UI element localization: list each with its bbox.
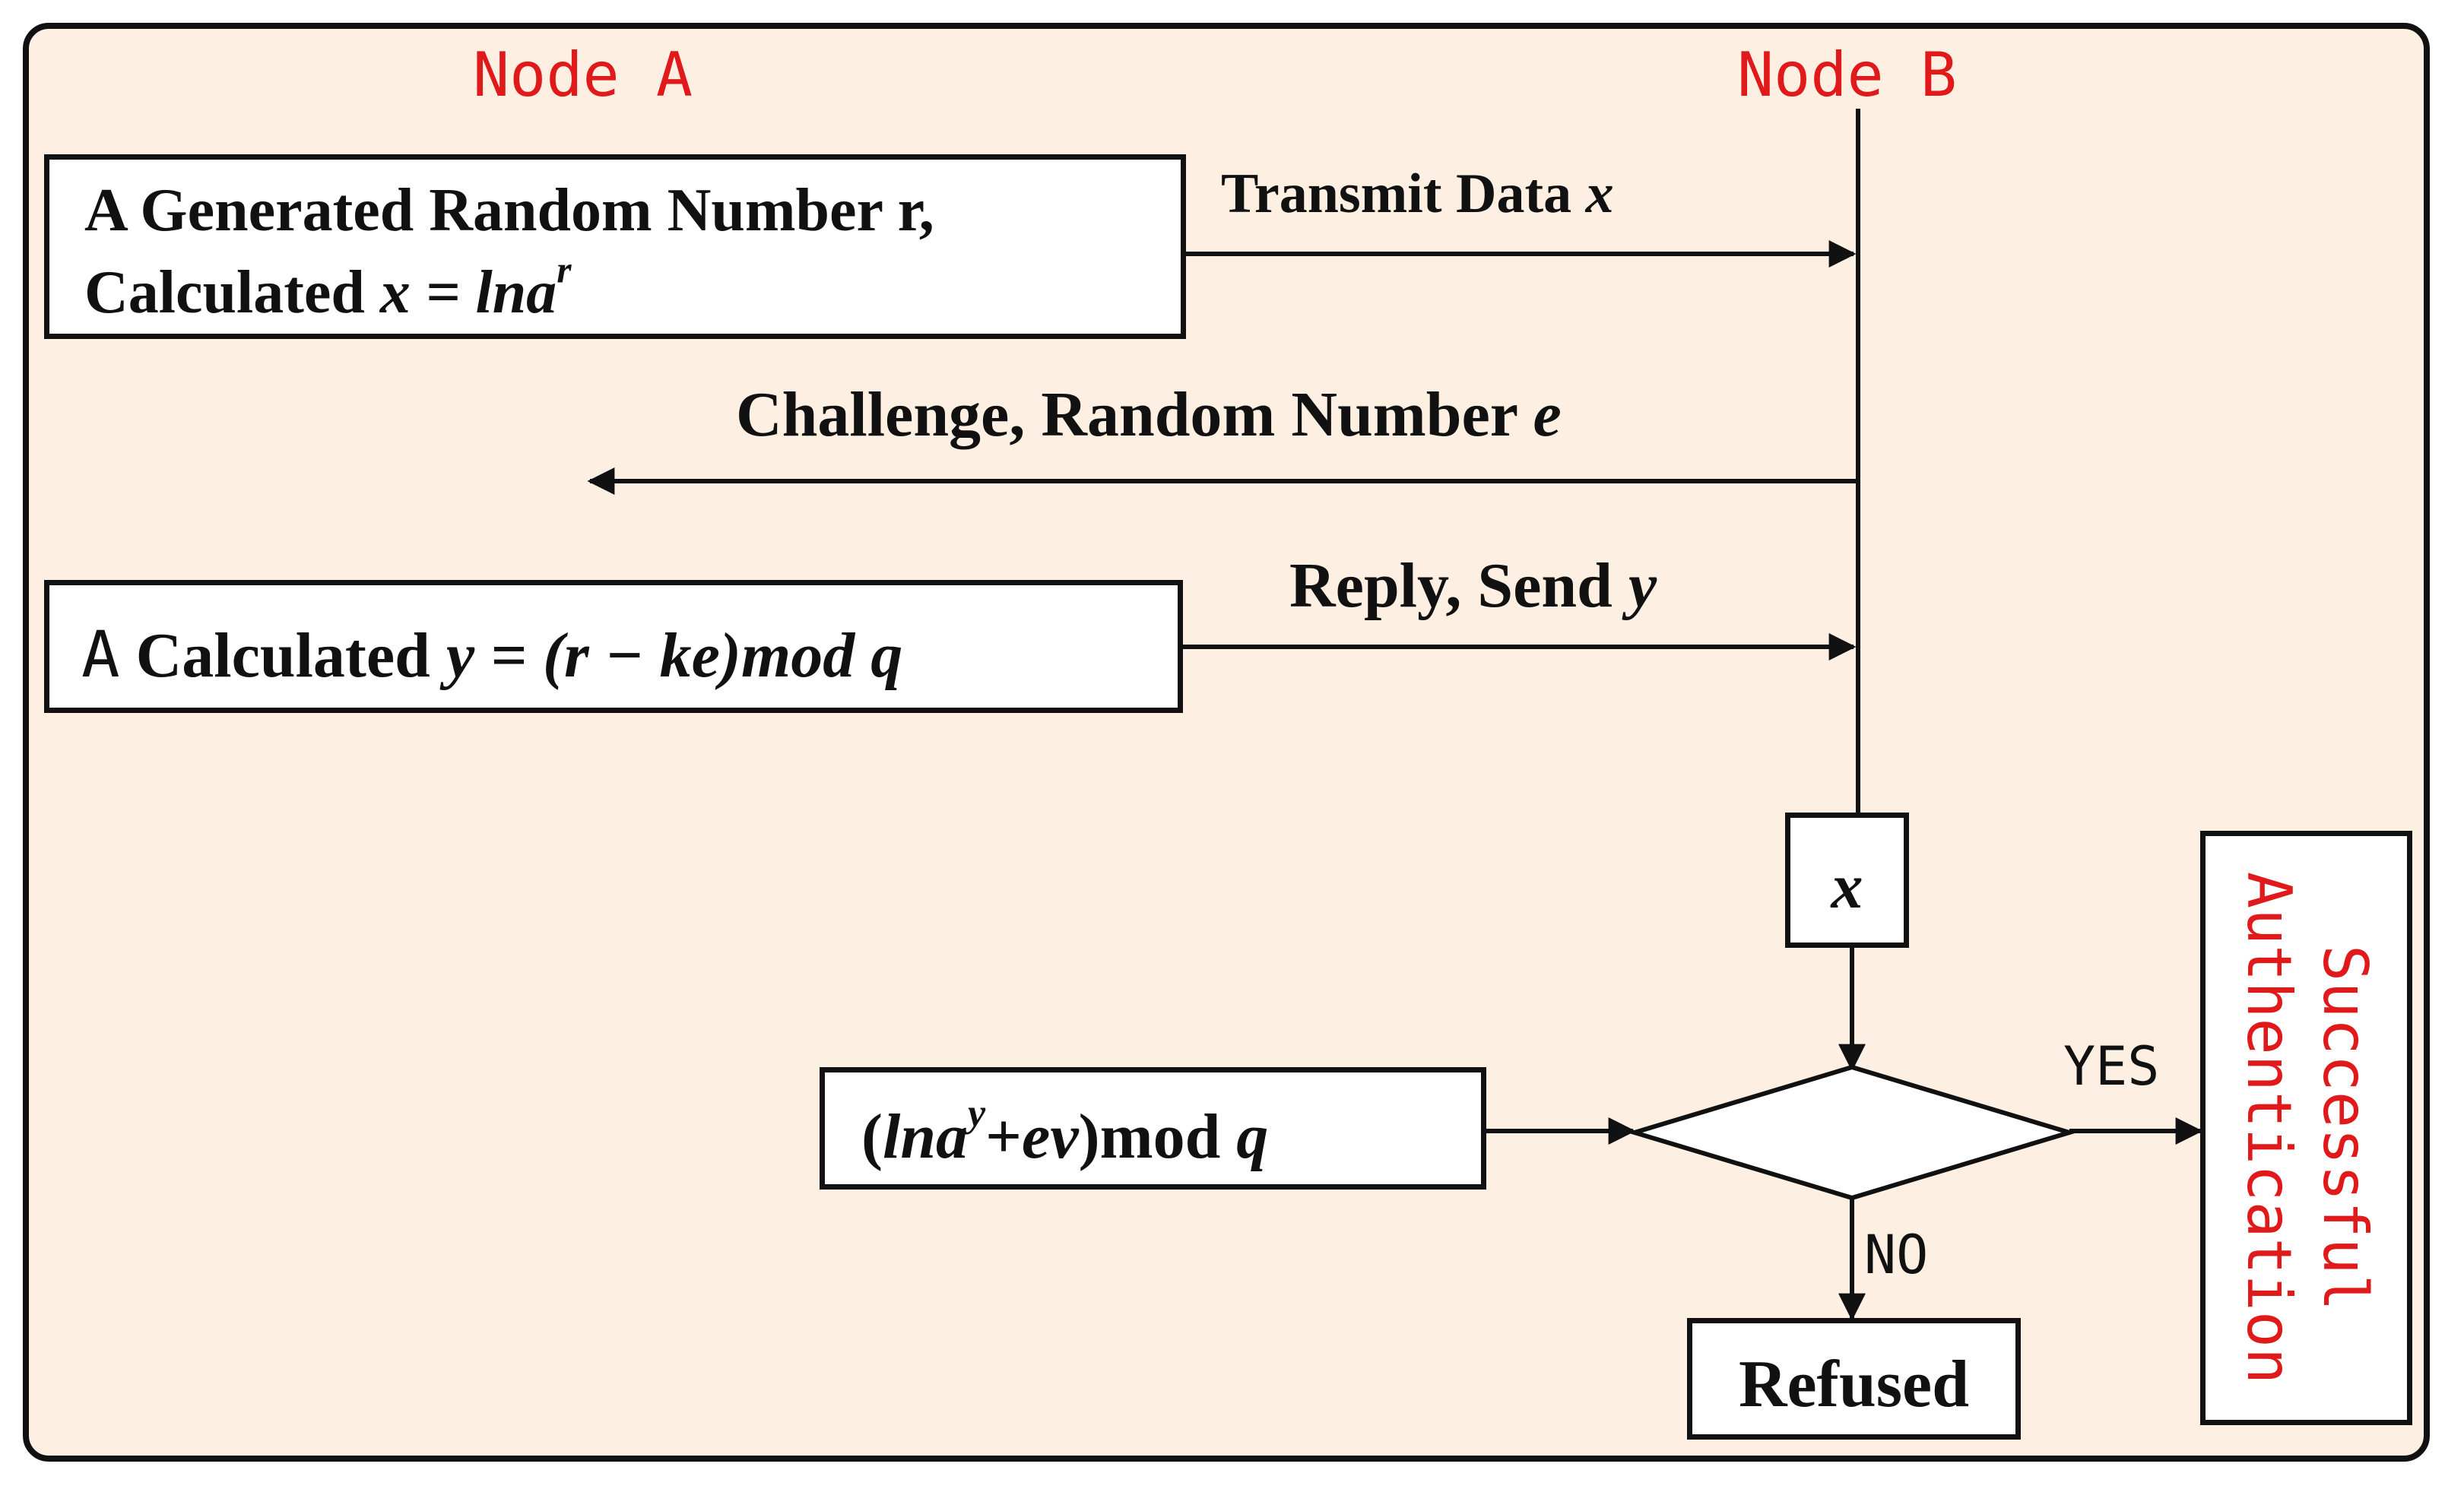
x-box-label: x bbox=[1831, 851, 1863, 922]
decision-diamond bbox=[1626, 1064, 2078, 1201]
no-label: NO bbox=[1864, 1224, 1929, 1286]
calculate-y-prefix: Calculated bbox=[119, 620, 446, 691]
calculate-y-box: A Calculated y = (r − ke)mod q bbox=[44, 580, 1183, 713]
calculate-y-line: A Calculated y = (r − ke)mod q bbox=[81, 617, 902, 692]
calculated-x-formula: x = lna bbox=[379, 259, 557, 326]
challenge-var: e bbox=[1533, 379, 1562, 450]
calculate-y-formula: y = (r − ke)mod q bbox=[446, 620, 903, 691]
node-b-label: Node B bbox=[1737, 40, 1957, 110]
x-box: x bbox=[1785, 813, 1909, 948]
calculated-x-prefix: Calculated bbox=[84, 259, 380, 326]
calculated-x-exponent: r bbox=[557, 249, 572, 291]
transmit-data-var: x bbox=[1585, 163, 1614, 225]
transmit-data-label: Transmit Data x bbox=[1221, 162, 1614, 227]
reply-label: Reply, Send y bbox=[1289, 549, 1657, 623]
refused-label: Refused bbox=[1738, 1348, 1970, 1421]
calculate-y-prefix-a: A bbox=[81, 617, 120, 692]
refused-box: Refused bbox=[1687, 1318, 2021, 1440]
challenge-label: Challenge, Random Number e bbox=[736, 378, 1562, 451]
challenge-prefix: Challenge, Random Number bbox=[736, 379, 1533, 450]
verification-formula-box: (lnay+ev)mod q bbox=[820, 1067, 1486, 1190]
generate-random-line1: A Generated Random Number r, bbox=[84, 177, 934, 244]
reply-prefix: Reply, Send bbox=[1289, 550, 1628, 621]
verification-formula: (lnay+ev)mod q bbox=[861, 1091, 1269, 1172]
success-box: Successful Authentication bbox=[2200, 831, 2412, 1425]
generate-random-box: A Generated Random Number r, Calculated … bbox=[44, 154, 1186, 339]
reply-var: y bbox=[1628, 550, 1657, 621]
transmit-data-prefix: Transmit Data bbox=[1221, 163, 1586, 225]
node-a-label: Node A bbox=[473, 40, 693, 110]
yes-label: YES bbox=[2063, 1035, 2160, 1098]
calculated-x-line: Calculated x = lnar bbox=[84, 251, 572, 328]
